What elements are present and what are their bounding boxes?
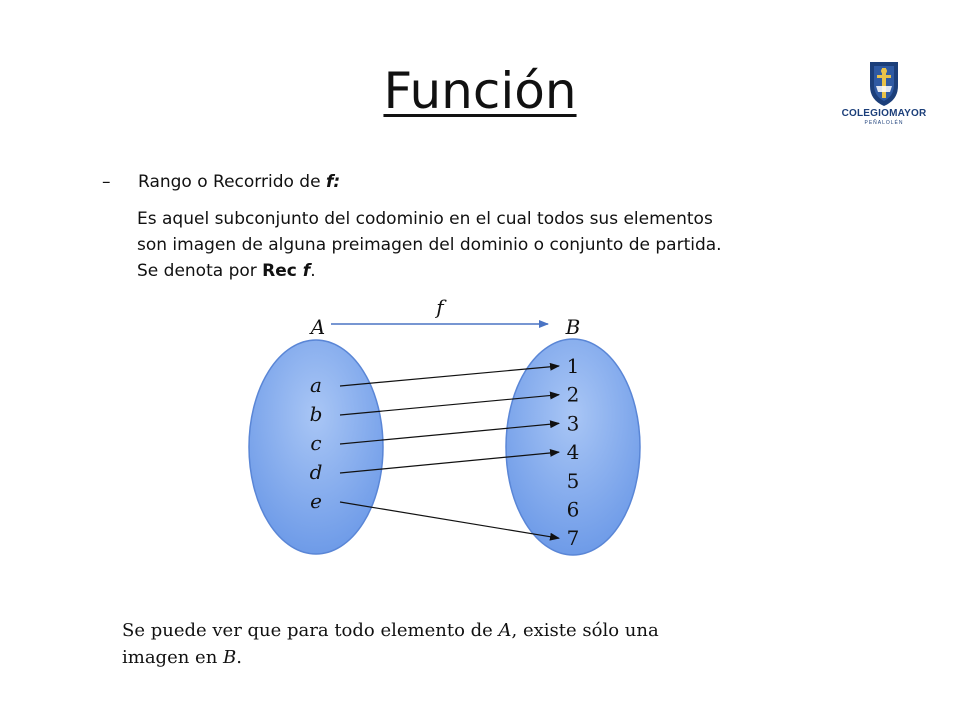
set-b-elements: 1 2 3 4 5 6 7 xyxy=(567,354,580,550)
set-a-element-a: a xyxy=(310,373,322,397)
mapping-arrow-a-1 xyxy=(339,362,560,387)
school-logo: COLEGIOMAYOR PEÑALOLÉN xyxy=(834,58,934,128)
set-a-element-d: d xyxy=(310,460,323,484)
definition-line-3: Se denota por Rec f. xyxy=(137,261,316,281)
shield-icon xyxy=(870,62,898,106)
set-a-label: A xyxy=(309,315,325,339)
set-b-element-7: 7 xyxy=(567,526,580,550)
definition-line-1: Es aquel subconjunto del codominio en el… xyxy=(137,209,713,229)
conclusion-line-1: Se puede ver que para todo elemento de A… xyxy=(122,620,659,641)
mapping-arrow-c-3 xyxy=(339,420,560,445)
mapping-arrow-b-2 xyxy=(339,391,560,416)
set-a-oval xyxy=(248,339,384,555)
set-b-element-3: 3 xyxy=(567,411,580,435)
conclusion-line-2: imagen en B. xyxy=(122,647,242,668)
definition-line-2: son imagen de alguna preimagen del domin… xyxy=(137,235,722,255)
set-b-element-1: 1 xyxy=(567,354,580,378)
set-b-element-4: 4 xyxy=(567,440,580,464)
set-a-element-b: b xyxy=(310,402,323,426)
set-a-element-c: c xyxy=(310,431,321,455)
bullet-text: Rango o Recorrido de f: xyxy=(138,172,341,192)
mapping-arrows xyxy=(339,362,560,541)
set-b-oval xyxy=(505,338,641,556)
set-b-element-2: 2 xyxy=(567,383,580,407)
set-b-label: B xyxy=(565,315,581,339)
logo-subname: PEÑALOLÉN xyxy=(864,120,904,126)
set-a-element-e: e xyxy=(310,489,322,513)
conclusion-text: Se puede ver que para todo elemento de A… xyxy=(122,617,842,671)
mapping-arrow-e-7 xyxy=(339,501,560,541)
slide-title: Función xyxy=(383,62,577,120)
definition-paragraph: Es aquel subconjunto del codominio en el… xyxy=(137,206,837,284)
logo-name: COLEGIOMAYOR xyxy=(841,108,927,119)
set-b-element-5: 5 xyxy=(567,469,580,493)
function-label: f xyxy=(434,295,447,319)
bullet-dash: – xyxy=(102,172,111,192)
mapping-arrow-d-4 xyxy=(339,448,560,474)
set-b-element-6: 6 xyxy=(567,498,580,522)
